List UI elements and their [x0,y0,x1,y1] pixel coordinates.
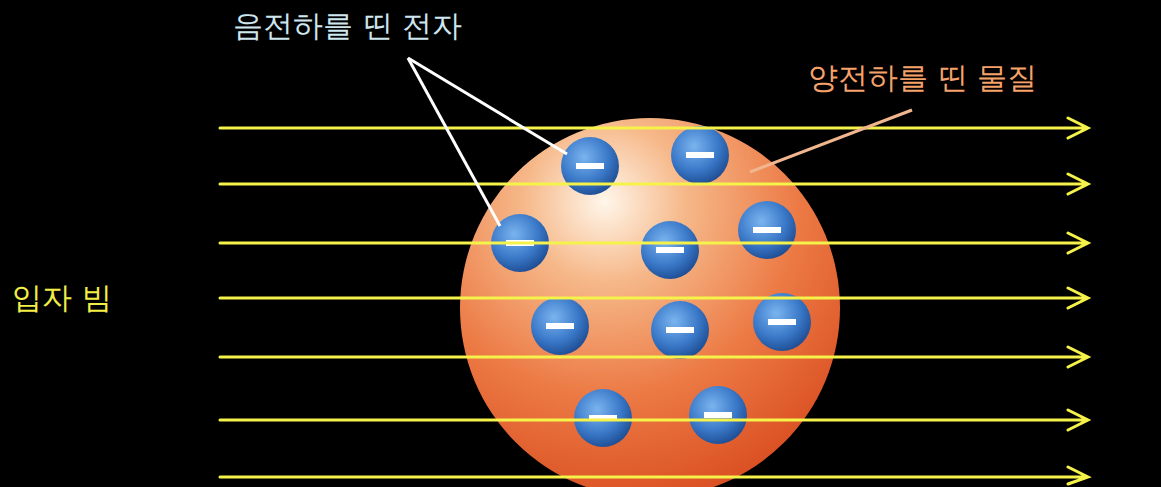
beam-label: 입자 빔 [12,280,112,316]
electron-label: 음전하를 띤 전자 [233,8,462,44]
leader-lines [408,58,567,226]
positive-sphere [460,118,840,487]
beam-arrows [220,118,1088,484]
electrons [491,126,811,447]
leader-line [750,110,912,172]
matter-label: 양전하를 띤 물질 [808,60,1037,96]
